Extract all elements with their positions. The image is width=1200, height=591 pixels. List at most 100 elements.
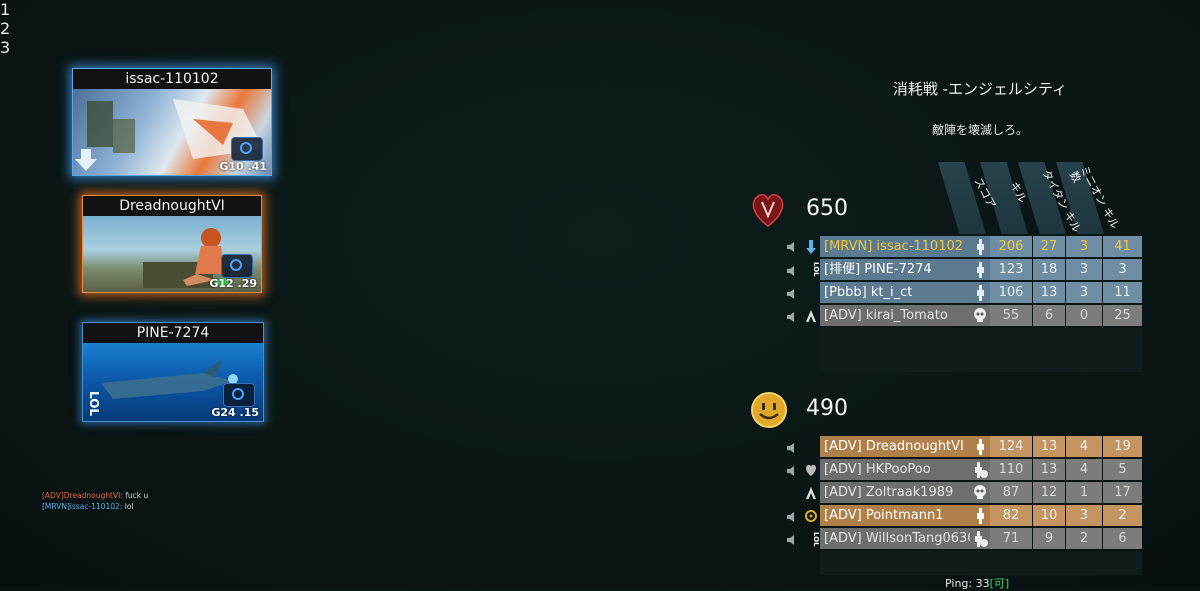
- cell-minion-kills: 41: [1103, 236, 1142, 257]
- cell-score: 71: [990, 528, 1032, 549]
- generation-label: G10 .41: [219, 160, 267, 173]
- titan-art-image: G10 .41: [73, 89, 271, 175]
- cell-minion-kills: 25: [1103, 305, 1142, 326]
- skull-icon: [970, 305, 990, 326]
- player-name: [ADV] kirai_Tomato: [820, 305, 970, 326]
- player-name: [ADV] Zoltraak1989: [820, 482, 970, 503]
- cell-minion-kills: 3: [1103, 259, 1142, 280]
- player-name: [ADV] DreadnoughtVI: [820, 436, 970, 457]
- pilot-skull-icon: [970, 459, 990, 480]
- titan-art-image: G12 .29: [83, 216, 261, 292]
- scoreboard-row[interactable]: [ADV] Zoltraak1989 87 12 1 17: [820, 482, 1142, 503]
- cell-titan-kills: 3: [1066, 505, 1102, 526]
- generation-label: G24 .15: [211, 406, 259, 419]
- cell-minion-kills: 5: [1103, 459, 1142, 480]
- player-card-2[interactable]: DreadnoughtVI G12 .29: [82, 195, 262, 293]
- team-score: 650: [806, 196, 848, 221]
- rank-number: 3: [0, 38, 11, 57]
- cell-titan-kills: 3: [1066, 282, 1102, 303]
- lol-tag: LOL: [87, 391, 101, 417]
- generation-badge-icon: [221, 254, 253, 278]
- generation-label: G12 .29: [209, 277, 257, 290]
- down-arrow-icon: [75, 149, 97, 171]
- cell-minion-kills: 17: [1103, 482, 1142, 503]
- player-card-name: DreadnoughtVI: [83, 196, 261, 216]
- mute-speaker-icon[interactable]: [785, 440, 799, 454]
- lol-tag: LOL: [812, 262, 820, 277]
- skull-icon: [970, 482, 990, 503]
- cell-kills: 27: [1033, 236, 1065, 257]
- cell-minion-kills: 19: [1103, 436, 1142, 457]
- ping-value: Ping: 33: [945, 577, 990, 590]
- cell-titan-kills: 0: [1066, 305, 1102, 326]
- chat-sender: [ADV]DreadnoughtVI:: [42, 491, 123, 500]
- mute-speaker-icon[interactable]: [785, 286, 799, 300]
- mode-objective: 敵陣を壊滅しろ。: [931, 123, 1028, 137]
- cell-minion-kills: 2: [1103, 505, 1142, 526]
- mute-speaker-icon[interactable]: [785, 532, 799, 546]
- chat-sender: [MRVN]issac-110102:: [42, 502, 123, 511]
- cell-kills: 13: [1033, 282, 1065, 303]
- player-name: [ADV] WillsonTang0630: [820, 528, 970, 549]
- scoreboard-row[interactable]: [ADV] WillsonTang0630 71 9 2 6: [820, 528, 1142, 549]
- cell-score: 124: [990, 436, 1032, 457]
- down-arrow-icon: [804, 238, 818, 256]
- empty-slot: [820, 551, 1142, 575]
- team-imc-smiley-emblem-icon: [749, 390, 789, 430]
- pilot-class-icon: [970, 505, 990, 526]
- scoreboard-row[interactable]: [ADV] kirai_Tomato 55 6 0 25: [820, 305, 1142, 326]
- empty-slot: [820, 328, 1142, 372]
- cell-score: 206: [990, 236, 1032, 257]
- chat-line: [ADV]DreadnoughtVI: fuck u: [42, 491, 148, 501]
- cell-minion-kills: 6: [1103, 528, 1142, 549]
- chat-message: fuck u: [122, 491, 149, 500]
- mute-speaker-icon[interactable]: [785, 509, 799, 523]
- mute-speaker-icon[interactable]: [785, 309, 799, 323]
- ping-quality: [可]: [989, 577, 1010, 590]
- scoreboard-row[interactable]: [ADV] DreadnoughtVI 124 13 4 19: [820, 436, 1142, 457]
- cell-kills: 9: [1033, 528, 1065, 549]
- cell-kills: 13: [1033, 436, 1065, 457]
- team-militia-emblem-icon: [748, 190, 788, 230]
- mute-speaker-icon[interactable]: [785, 239, 799, 253]
- titan-art-image: LOL G24 .15: [83, 343, 263, 421]
- ping-readout: Ping: 33[可]: [945, 575, 1009, 591]
- cell-kills: 13: [1033, 459, 1065, 480]
- scoreboard-row[interactable]: [ADV] HKPooPoo 110 13 4 5: [820, 459, 1142, 480]
- player-card-name: PINE-7274: [83, 323, 263, 343]
- player-card-1[interactable]: issac-110102 G10 .41: [72, 68, 272, 176]
- ornament-icon: [804, 507, 818, 525]
- cell-titan-kills: 3: [1066, 236, 1102, 257]
- player-name: [排便] PINE-7274: [820, 259, 970, 280]
- cell-kills: 6: [1033, 305, 1065, 326]
- scoreboard-row[interactable]: [ADV] Pointmann1 82 10 3 2: [820, 505, 1142, 526]
- cell-score: 106: [990, 282, 1032, 303]
- cell-kills: 10: [1033, 505, 1065, 526]
- scoreboard-row[interactable]: [排便] PINE-7274 123 18 3 3: [820, 259, 1142, 280]
- mute-speaker-icon[interactable]: [785, 463, 799, 477]
- chat-line: [MRVN]issac-110102: lol: [42, 502, 134, 512]
- mute-speaker-icon[interactable]: [785, 263, 799, 277]
- apex-a-icon: [804, 307, 818, 325]
- cell-kills: 12: [1033, 482, 1065, 503]
- cell-kills: 18: [1033, 259, 1065, 280]
- cell-titan-kills: 1: [1066, 482, 1102, 503]
- team-score: 490: [806, 396, 848, 421]
- player-name: [ADV] Pointmann1: [820, 505, 970, 526]
- generation-badge-icon: [231, 137, 263, 161]
- mode-title: 消耗戦 -エンジェルシティ: [892, 80, 1068, 98]
- cell-titan-kills: 2: [1066, 528, 1102, 549]
- apex-a-icon: [804, 484, 818, 502]
- cell-titan-kills: 4: [1066, 459, 1102, 480]
- scoreboard-row[interactable]: [MRVN] issac-110102 206 27 3 41: [820, 236, 1142, 257]
- chevron-right-icon: [215, 276, 229, 288]
- pilot-class-icon: [970, 236, 990, 257]
- cell-minion-kills: 11: [1103, 282, 1142, 303]
- player-card-name: issac-110102: [73, 69, 271, 89]
- pilot-class-icon: [970, 282, 990, 303]
- rank-number: 2: [0, 19, 11, 38]
- scoreboard-row[interactable]: [Pbbb] kt_i_ct 106 13 3 11: [820, 282, 1142, 303]
- cell-score: 123: [990, 259, 1032, 280]
- cell-titan-kills: 4: [1066, 436, 1102, 457]
- player-card-3[interactable]: PINE-7274 LOL G24 .15: [82, 322, 264, 422]
